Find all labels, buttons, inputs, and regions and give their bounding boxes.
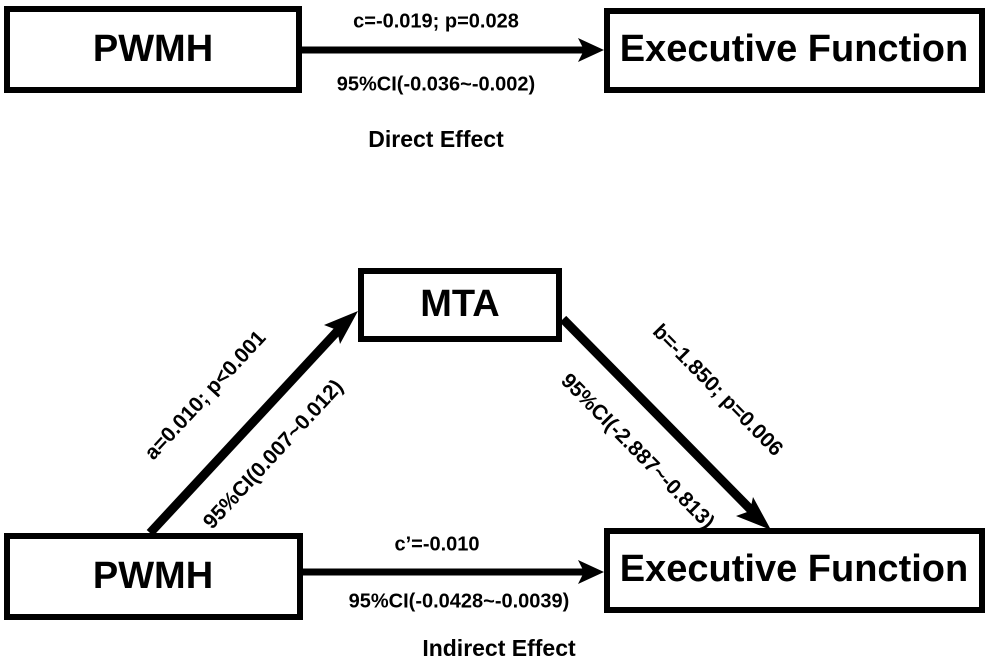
node-box-pwmh-bottom — [4, 533, 303, 620]
path-label-c-ci: 95%CI(-0.036~-0.002) — [337, 73, 535, 95]
path-arrow-c-prime — [303, 560, 604, 584]
node-label-mta: MTA — [420, 283, 500, 325]
node-box-executive-function-bottom — [604, 528, 985, 613]
path-arrow-b — [559, 315, 771, 530]
node-box-mta — [358, 268, 562, 342]
node-box-pwmh-top — [4, 6, 302, 93]
node-executive-function-bottom: Executive Function — [604, 528, 985, 613]
node-label-pwmh-bottom: PWMH — [93, 555, 213, 597]
node-mta: MTA — [358, 268, 562, 342]
path-line-b — [559, 315, 760, 519]
path-label-c-prime-coefficient: c’=-0.010 — [394, 533, 479, 555]
path-line-a — [146, 320, 348, 537]
node-label-executive-function-bottom: Executive Function — [620, 548, 968, 590]
path-label-c-prime-ci: 95%CI(-0.0428~-0.0039) — [349, 590, 570, 612]
path-label-b-coefficient: b=-1.850; p=0.006 — [648, 320, 787, 461]
arrow-head-c-prime-icon — [578, 560, 604, 584]
node-executive-function-top: Executive Function — [604, 8, 985, 93]
path-arrow-a — [146, 311, 358, 537]
arrow-head-a-icon — [324, 311, 358, 344]
arrow-head-b-icon — [736, 497, 771, 530]
panel-direct-effect: PWMH Executive Function c=-0.019; p=0.02… — [4, 6, 985, 152]
node-pwmh-top: PWMH — [4, 6, 302, 93]
node-label-pwmh-top: PWMH — [93, 28, 213, 70]
panel-indirect-effect: MTA PWMH Executive Function a=0.010; p<0… — [4, 268, 985, 661]
path-label-c-coefficient: c=-0.019; p=0.028 — [353, 10, 519, 32]
arrow-head-c-icon — [578, 38, 604, 62]
panel-caption-direct-effect: Direct Effect — [368, 126, 504, 152]
node-pwmh-bottom: PWMH — [4, 533, 303, 620]
node-label-executive-function-top: Executive Function — [620, 28, 968, 70]
panel-caption-indirect-effect: Indirect Effect — [422, 635, 576, 661]
path-arrow-c — [302, 38, 604, 62]
node-box-executive-function-top — [604, 8, 985, 93]
path-label-a-coefficient: a=0.010; p<0.001 — [140, 326, 271, 464]
